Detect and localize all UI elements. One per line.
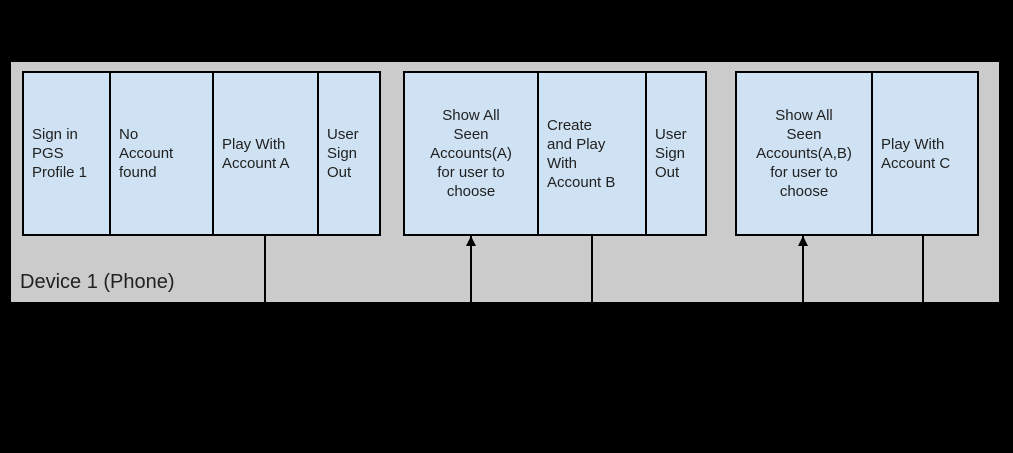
device-1-lane-label: Device 1 (Phone) [20,271,175,293]
connector-line-play-account-a [264,236,266,302]
event-show-seen-accounts-a: Show All Seen Accounts(A) for user to ch… [405,73,539,234]
event-no-account-found: No Account found [111,73,214,234]
up-arrowhead-icon [798,236,808,246]
event-user-sign-out-2: User Sign Out [655,126,687,181]
connector-line-create-account-b [591,236,593,302]
connector-line-show-accounts-a [470,236,472,302]
event-group-1: Sign in PGS Profile 1 No Account found P… [22,71,381,236]
event-create-and-play-account-b: Create and Play With Account B [539,73,647,234]
event-group-2: Show All Seen Accounts(A) for user to ch… [403,71,707,236]
connector-line-play-account-c [922,236,924,302]
event-show-seen-accounts-a-b: Show All Seen Accounts(A,B) for user to … [737,73,873,234]
event-group-3: Show All Seen Accounts(A,B) for user to … [735,71,979,236]
connector-line-show-accounts-a-b [802,236,804,302]
event-user-sign-out-1: User Sign Out [327,126,359,181]
event-play-with-account-a: Play With Account A [214,73,319,234]
up-arrowhead-icon [466,236,476,246]
event-sign-in-pgs-profile-1: Sign in PGS Profile 1 [24,73,111,234]
event-play-with-account-c: Play With Account C [881,135,951,172]
